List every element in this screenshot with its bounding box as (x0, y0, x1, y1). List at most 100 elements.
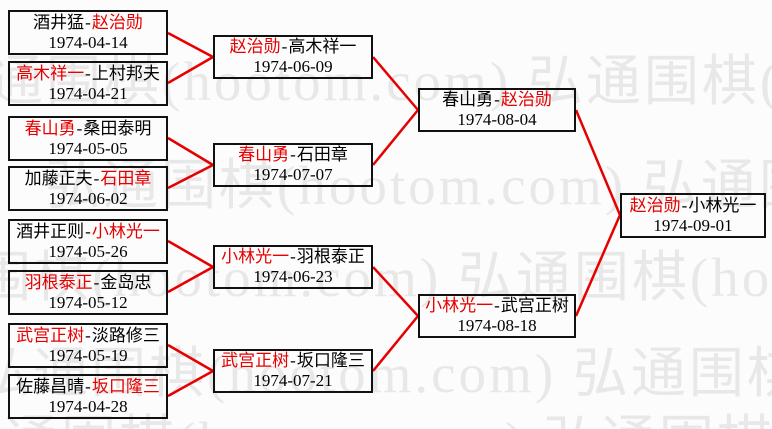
match-date: 1974-06-23 (253, 267, 333, 286)
vs-separator: - (85, 376, 91, 396)
vs-separator: - (494, 90, 500, 109)
match-players: 武宫正树-淡路修三 (16, 326, 160, 346)
player-name: 赵治勋 (500, 90, 552, 109)
match-date: 1974-06-02 (48, 188, 128, 208)
match-players: 酒井正则-小林光一 (16, 222, 160, 242)
match-players: 春山勇-桑田泰明 (25, 119, 152, 139)
player-name: 赵治勋 (229, 37, 281, 56)
vs-separator: - (290, 145, 296, 164)
vs-separator: - (76, 118, 83, 138)
vs-separator: - (85, 221, 91, 241)
bracket-connector (167, 239, 214, 269)
match-box: 武宫正树-坂口隆三 1974-07-21 (213, 349, 373, 393)
player-name: 加藤正夫 (24, 168, 93, 188)
match-box: 小林光一-羽根泰正 1974-06-23 (213, 245, 373, 289)
player-name: 佐藤昌晴 (16, 376, 85, 396)
bracket-connector (167, 163, 214, 190)
player-name: 赵治勋 (91, 12, 143, 32)
match-box: 加藤正夫-石田章 1974-06-02 (8, 166, 168, 211)
player-name: 金岛忠 (100, 272, 152, 292)
match-date: 1974-05-26 (48, 241, 128, 261)
vs-separator: - (85, 12, 91, 32)
vs-separator: - (290, 247, 296, 266)
player-name: 武宫正树 (221, 351, 290, 370)
bracket-connector (574, 109, 622, 216)
match-players: 小林光一-羽根泰正 (221, 247, 365, 267)
bracket-connector (167, 136, 214, 167)
match-box: 羽根泰正-金岛忠 1974-05-12 (8, 270, 168, 315)
bracket-connector (372, 266, 419, 317)
player-name: 羽根泰正 (296, 247, 365, 266)
bracket-connector (167, 343, 214, 373)
player-name: 武宫正树 (500, 296, 569, 315)
vs-separator: - (290, 351, 296, 370)
player-name: 高木祥一 (16, 63, 85, 83)
player-name: 春山勇 (238, 145, 290, 164)
match-date: 1974-04-14 (48, 32, 128, 52)
vs-separator: - (85, 63, 91, 83)
vs-separator: - (93, 168, 100, 188)
player-name: 石田章 (296, 145, 348, 164)
player-name: 坂口隆三 (296, 351, 365, 370)
match-date: 1974-05-12 (48, 292, 128, 312)
bracket-connector (372, 315, 419, 372)
player-name: 高木祥一 (288, 37, 357, 56)
player-name: 酒井猛 (33, 12, 85, 32)
bracket-connector (167, 369, 214, 398)
match-players: 佐藤昌晴-坂口隆三 (16, 377, 160, 397)
player-name: 羽根泰正 (24, 272, 93, 292)
match-box: 赵治勋-小林光一 1974-09-01 (620, 193, 766, 238)
vs-separator: - (681, 195, 688, 215)
player-name: 淡路修三 (91, 325, 160, 345)
match-box: 赵治勋-高木祥一 1974-06-09 (213, 35, 373, 79)
bracket-connector (574, 214, 622, 317)
player-name: 赵治勋 (629, 195, 681, 215)
match-box: 春山勇-石田章 1974-07-07 (213, 143, 373, 187)
player-name: 春山勇 (442, 90, 494, 109)
vs-separator: - (93, 272, 100, 292)
match-date: 1974-04-21 (48, 83, 128, 103)
match-date: 1974-08-18 (457, 316, 537, 335)
match-date: 1974-07-21 (253, 371, 333, 390)
match-players: 酒井猛-赵治勋 (33, 13, 143, 33)
match-box: 小林光一-武宫正树 1974-08-18 (418, 294, 576, 338)
vs-separator: - (494, 296, 500, 315)
match-date: 1974-05-19 (48, 345, 128, 365)
match-box: 春山勇-赵治勋 1974-08-04 (418, 88, 576, 132)
match-date: 1974-07-07 (253, 165, 333, 184)
vs-separator: - (281, 37, 288, 56)
player-name: 石田章 (100, 168, 152, 188)
player-name: 桑田泰明 (83, 118, 152, 138)
match-box: 酒井猛-赵治勋 1974-04-14 (8, 10, 168, 55)
player-name: 上村邦夫 (91, 63, 160, 83)
match-players: 加藤正夫-石田章 (25, 169, 152, 189)
player-name: 坂口隆三 (91, 376, 160, 396)
player-name: 酒井正则 (16, 221, 85, 241)
match-players: 春山勇-石田章 (238, 145, 348, 165)
match-players: 赵治勋-小林光一 (630, 196, 757, 216)
match-players: 羽根泰正-金岛忠 (25, 273, 152, 293)
match-box: 春山勇-桑田泰明 1974-05-05 (8, 116, 168, 161)
player-name: 小林光一 (221, 247, 290, 266)
player-name: 小林光一 (688, 195, 757, 215)
player-name: 小林光一 (91, 221, 160, 241)
bracket-connector (167, 55, 214, 85)
match-players: 春山勇-赵治勋 (442, 90, 552, 110)
match-box: 武宫正树-淡路修三 1974-05-19 (8, 323, 168, 368)
bracket-connector (167, 265, 214, 294)
match-date: 1974-09-01 (653, 215, 733, 235)
player-name: 小林光一 (425, 296, 494, 315)
match-players: 小林光一-武宫正树 (425, 296, 569, 316)
match-box: 佐藤昌晴-坂口隆三 1974-04-28 (8, 374, 168, 419)
bracket-connector (372, 109, 419, 166)
match-date: 1974-06-09 (253, 57, 333, 76)
match-players: 高木祥一-上村邦夫 (16, 64, 160, 84)
bracket-connector (167, 31, 214, 59)
vs-separator: - (85, 325, 91, 345)
bracket-connector (372, 56, 419, 111)
match-players: 武宫正树-坂口隆三 (221, 351, 365, 371)
player-name: 春山勇 (24, 118, 76, 138)
match-box: 高木祥一-上村邦夫 1974-04-21 (8, 61, 168, 106)
